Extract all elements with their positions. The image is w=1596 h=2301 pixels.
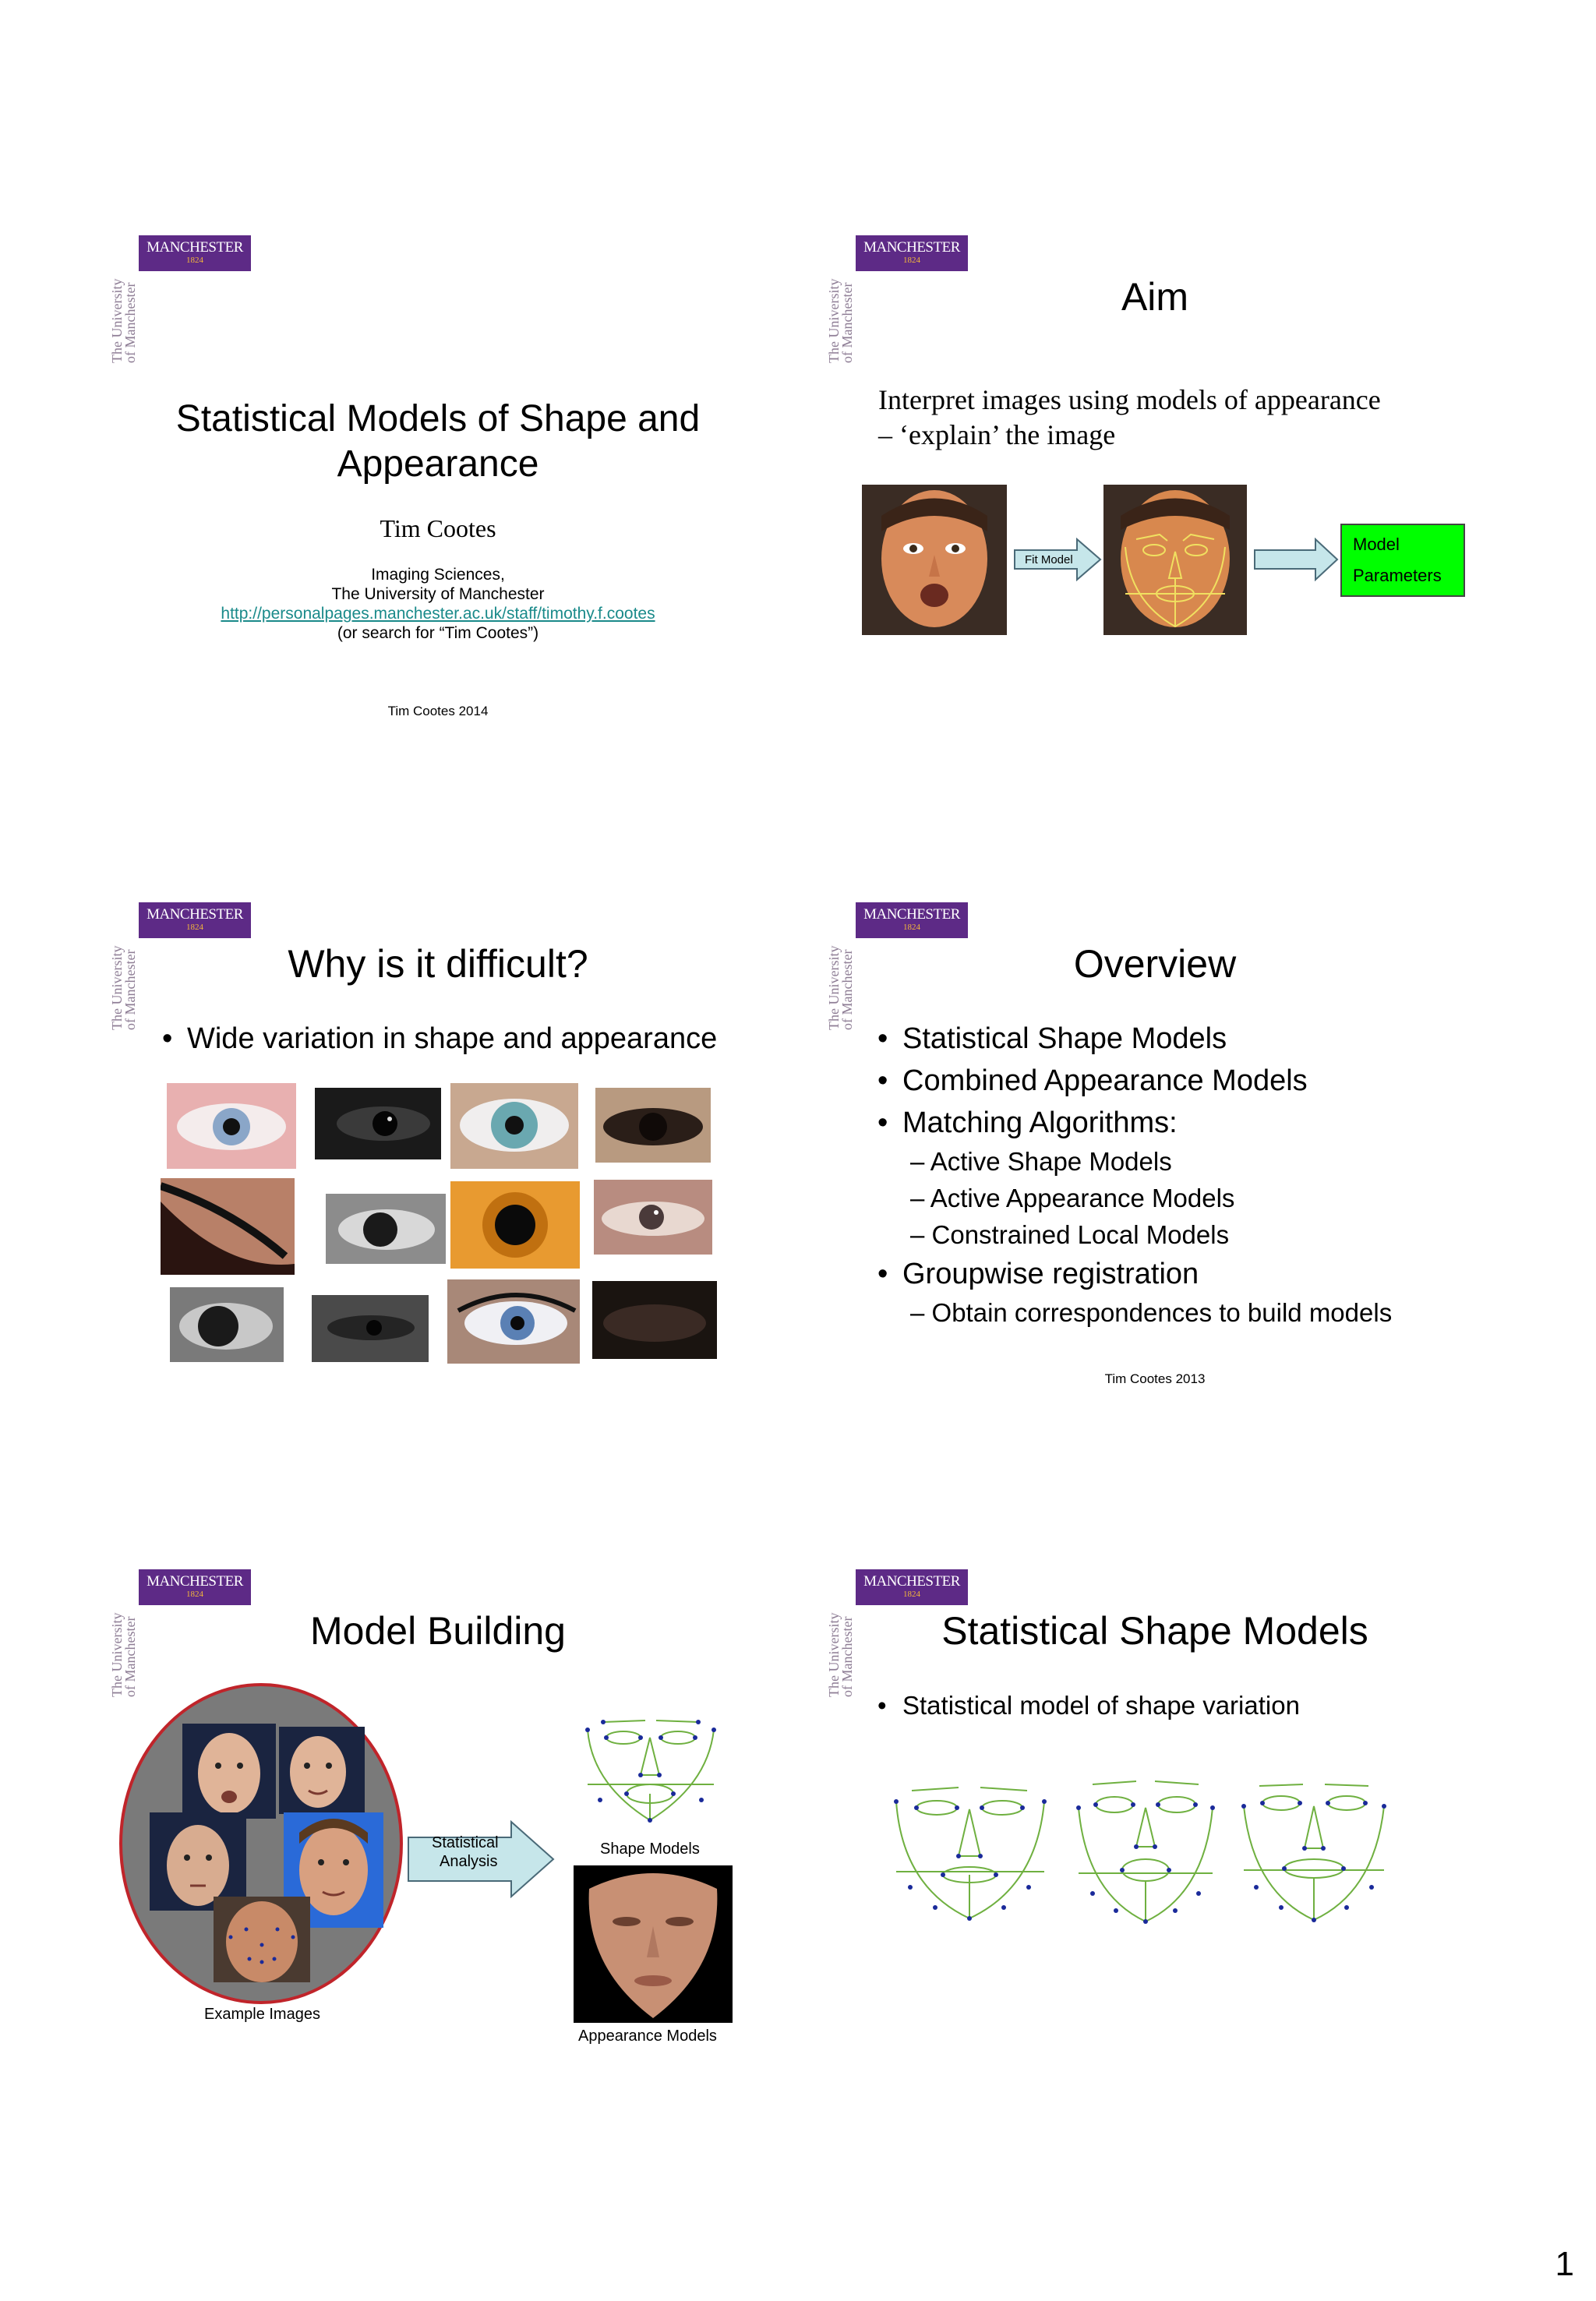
eye-image-7	[450, 1181, 580, 1269]
slide6-bullet: •Statistical model of shape variation	[877, 1691, 1300, 1720]
slide6-logo: MANCHESTER 1824	[856, 1569, 968, 1605]
slide5-appearance-model	[574, 1865, 733, 2023]
logo-year: 1824	[186, 923, 203, 932]
slide2-fit-label: Fit Model	[1025, 553, 1073, 566]
eye-image-1	[167, 1083, 296, 1169]
eye-image-4	[595, 1088, 711, 1163]
logo-text: MANCHESTER	[863, 906, 960, 923]
eye-image-12	[592, 1281, 717, 1359]
slide6-shape-variation-2	[1076, 1780, 1215, 1924]
slide2-fit-arrow	[1014, 538, 1102, 581]
slide1-title-line1: Statistical Models of Shape and	[175, 398, 701, 439]
slide4-sub-3: – Constrained Local Models	[910, 1220, 1230, 1249]
logo-year: 1824	[186, 1590, 203, 1599]
page-number: 1	[1555, 2245, 1574, 2283]
eye-image-8	[594, 1180, 712, 1255]
slide1-footer: Tim Cootes 2014	[387, 704, 489, 718]
slide2-model-parameters-box: Model Parameters	[1340, 524, 1465, 597]
eye-image-11	[447, 1279, 580, 1364]
example-face-2	[279, 1727, 365, 1814]
slide6-title: Statistical Shape Models	[941, 1609, 1368, 1653]
slide4-bullet-3: •Matching Algorithms:	[877, 1106, 1178, 1139]
bullet-text: Groupwise registration	[902, 1258, 1199, 1290]
slide3-bullet-text: Wide variation in shape and appearance	[187, 1022, 718, 1055]
slide1-title-line2: Appearance	[337, 443, 539, 485]
slide1-university-vertical: The University of Manchester	[109, 254, 138, 363]
slide1-url-link[interactable]: http://personalpages.manchester.ac.uk/st…	[221, 605, 655, 623]
slide5-title: Model Building	[310, 1609, 566, 1653]
slide5-example-images-label: Example Images	[204, 2006, 320, 2023]
bullet-text: Combined Appearance Models	[902, 1064, 1308, 1097]
slide4-sub-1: – Active Shape Models	[910, 1147, 1172, 1176]
slide2-face-photo	[862, 485, 1007, 635]
logo-year: 1824	[903, 1590, 920, 1599]
slide2-line2: – ‘explain’ the image	[878, 419, 1116, 450]
bullet-text: Matching Algorithms:	[902, 1106, 1178, 1139]
slide1-dept: Imaging Sciences,	[371, 566, 505, 584]
slide3-bullet: •Wide variation in shape and appearance	[162, 1022, 718, 1055]
logo-text: MANCHESTER	[147, 239, 243, 256]
slide6-shape-variation-1	[894, 1787, 1047, 1921]
slide4-sub-2: – Active Appearance Models	[910, 1184, 1235, 1212]
slide4-bullet-1: •Statistical Shape Models	[877, 1022, 1227, 1055]
slide4-bullet-4: •Groupwise registration	[877, 1258, 1199, 1290]
slide5-example-images-oval	[119, 1683, 403, 2004]
slide4-footer: Tim Cootes 2013	[1104, 1371, 1206, 1386]
logo-text: MANCHESTER	[863, 239, 960, 256]
slide5-shape-model	[585, 1720, 716, 1823]
slide4-sub-4: – Obtain correspondences to build models	[910, 1298, 1393, 1327]
slide5-statistical-analysis-arrow	[408, 1820, 555, 1898]
slide1-author: Tim Cootes	[380, 514, 496, 542]
slide1-university: The University of Manchester	[331, 585, 545, 603]
eye-image-5	[161, 1178, 295, 1275]
logo-text: MANCHESTER	[147, 1573, 243, 1590]
slide2-arrow-to-params	[1254, 538, 1339, 581]
slide4-bullet-2: •Combined Appearance Models	[877, 1064, 1308, 1097]
slide2-fitted-face-photo	[1103, 485, 1247, 635]
slide5-appearance-models-label: Appearance Models	[578, 2027, 717, 2045]
params-line2: Parameters	[1353, 566, 1442, 585]
slide4-logo: MANCHESTER 1824	[856, 902, 968, 938]
eye-image-10	[312, 1295, 429, 1362]
eye-image-3	[450, 1083, 578, 1169]
university-line2: of Manchester	[122, 282, 138, 363]
slide2-title: Aim	[1121, 275, 1189, 319]
logo-text: MANCHESTER	[863, 1573, 960, 1590]
slide1-logo: MANCHESTER 1824	[139, 235, 251, 271]
example-face-4	[284, 1812, 383, 1928]
example-face-5	[214, 1897, 310, 1982]
logo-year: 1824	[903, 923, 920, 932]
params-line1: Model	[1353, 535, 1400, 554]
slide2-logo: MANCHESTER 1824	[856, 235, 968, 271]
slide1-search-note: (or search for “Tim Cootes”)	[337, 624, 539, 642]
slide3-title: Why is it difficult?	[288, 942, 588, 986]
slide-title	[0, 0, 717, 538]
slide5-logo: MANCHESTER 1824	[139, 1569, 251, 1605]
slide2-line1: Interpret images using models of appeara…	[878, 384, 1381, 415]
slide4-title: Overview	[1073, 942, 1237, 986]
eye-image-9	[170, 1287, 284, 1362]
slide6-bullet-text: Statistical model of shape variation	[902, 1691, 1300, 1720]
example-face-1	[182, 1724, 276, 1819]
logo-year: 1824	[186, 256, 203, 265]
slide3-logo: MANCHESTER 1824	[139, 902, 251, 938]
slide5-arrow-line1: Statistical	[432, 1834, 499, 1851]
example-face-3	[150, 1812, 246, 1911]
eye-image-2	[315, 1088, 441, 1159]
logo-year: 1824	[903, 256, 920, 265]
logo-text: MANCHESTER	[147, 906, 243, 923]
slide5-arrow-line2: Analysis	[440, 1853, 498, 1870]
bullet-text: Statistical Shape Models	[902, 1022, 1227, 1055]
slide5-shape-models-label: Shape Models	[600, 1840, 700, 1858]
slide6-shape-variation-3	[1241, 1784, 1386, 1922]
eye-image-6	[326, 1194, 446, 1264]
